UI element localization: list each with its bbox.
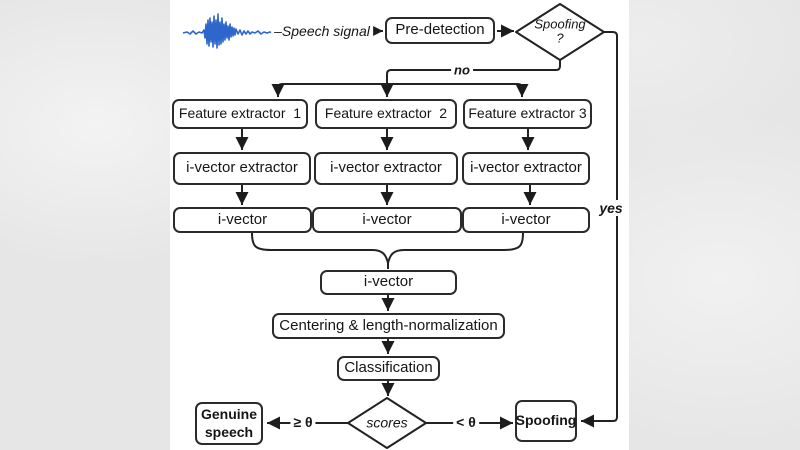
node-feature-extractor-1[interactable]: Feature extractor 1 [172, 99, 308, 129]
ge-theta-label: ≥ θ [290, 414, 316, 430]
no-branch-label: no [451, 62, 473, 78]
speech-signal-label: –Speech signal [271, 23, 373, 39]
edge-yes-path [581, 31, 618, 428]
lt-theta-label: < θ [453, 414, 479, 430]
node-pre-detection[interactable]: Pre-detection [385, 17, 495, 44]
speech-waveform-icon [182, 13, 288, 49]
merge-brace [251, 232, 524, 269]
edge-no-branch-left [271, 83, 387, 97]
scores-decision-diamond [347, 397, 427, 449]
node-ivector-3[interactable]: i-vector [462, 207, 590, 233]
node-ivector-extractor-1[interactable]: i-vector extractor [173, 152, 311, 185]
spoofing-decision-diamond [515, 3, 605, 61]
edge-no-branch-right [387, 83, 529, 97]
node-ivector-merged[interactable]: i-vector [320, 270, 457, 295]
scores-decision-label: scores [366, 414, 408, 431]
node-ivector-extractor-3[interactable]: i-vector extractor [462, 152, 590, 185]
node-genuine-speech[interactable]: Genuine speech [195, 402, 263, 445]
spoofing-decision-label: Spoofing ? [534, 16, 586, 46]
node-feature-extractor-3[interactable]: Feature extractor 3 [463, 99, 592, 129]
node-spoofing-result[interactable]: Spoofing [515, 400, 577, 442]
node-ivector-1[interactable]: i-vector [173, 207, 312, 233]
node-centering-normalization[interactable]: Centering & length-normalization [272, 313, 505, 339]
node-classification[interactable]: Classification [337, 356, 440, 381]
node-feature-extractor-2[interactable]: Feature extractor 2 [315, 99, 457, 129]
node-ivector-extractor-2[interactable]: i-vector extractor [314, 152, 458, 185]
edge-no-trunk [380, 60, 561, 97]
node-ivector-2[interactable]: i-vector [312, 207, 462, 233]
yes-branch-label: yes [596, 200, 626, 216]
